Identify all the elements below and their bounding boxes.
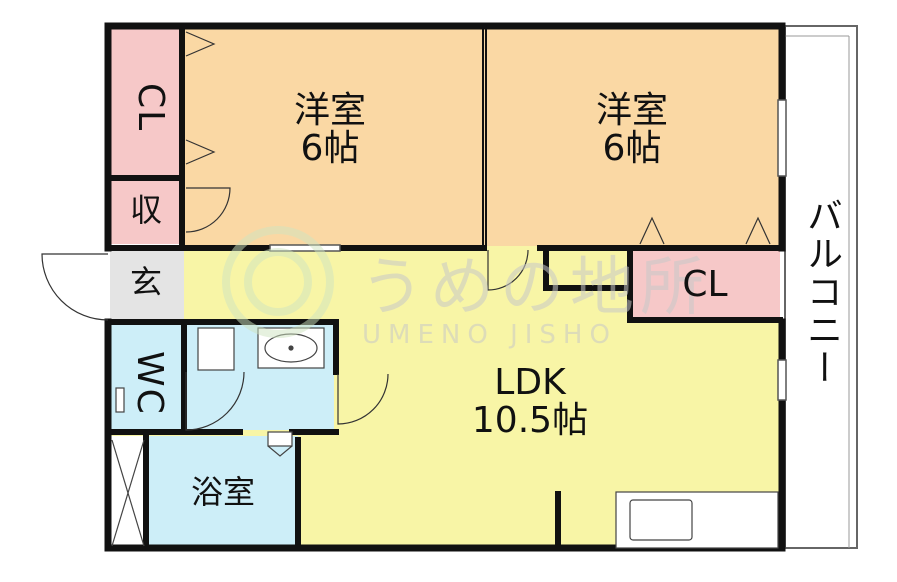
bedroom-right-name: 洋室 xyxy=(595,90,668,131)
balcony-area xyxy=(784,25,858,549)
closet-left-label: CL xyxy=(130,83,171,133)
storage-label: 収 xyxy=(129,191,162,229)
ldk-size: 10.5帖 xyxy=(471,399,589,441)
bedroom-right-size: 6帖 xyxy=(602,127,662,169)
ldk-label: LDK 10.5帖 xyxy=(430,364,630,440)
bedroom-right-room xyxy=(484,28,780,246)
storage-area xyxy=(110,180,180,244)
bedroom-left-size: 6帖 xyxy=(300,127,360,169)
bedroom-left-room xyxy=(180,28,482,246)
closet-right-label: CL xyxy=(682,264,728,305)
entrance-area xyxy=(110,250,184,320)
bath-area xyxy=(146,436,298,548)
watermark-jp: うめの地所 xyxy=(360,251,710,325)
closet-left-area xyxy=(110,28,180,176)
balcony-label: バルコニー xyxy=(801,197,842,387)
bedroom-left-label: 洋室 6帖 xyxy=(260,92,400,168)
ldk-name: LDK xyxy=(494,362,566,403)
bedroom-left-name: 洋室 xyxy=(293,90,366,131)
bedroom-right-label: 洋室 6帖 xyxy=(562,92,702,168)
toilet-label: WC xyxy=(129,350,170,416)
entrance-label: 玄 xyxy=(129,263,162,301)
closet-right-area xyxy=(632,250,780,318)
bath-label: 浴室 xyxy=(190,473,255,511)
watermark-en: UMENO JISHO xyxy=(362,320,617,350)
